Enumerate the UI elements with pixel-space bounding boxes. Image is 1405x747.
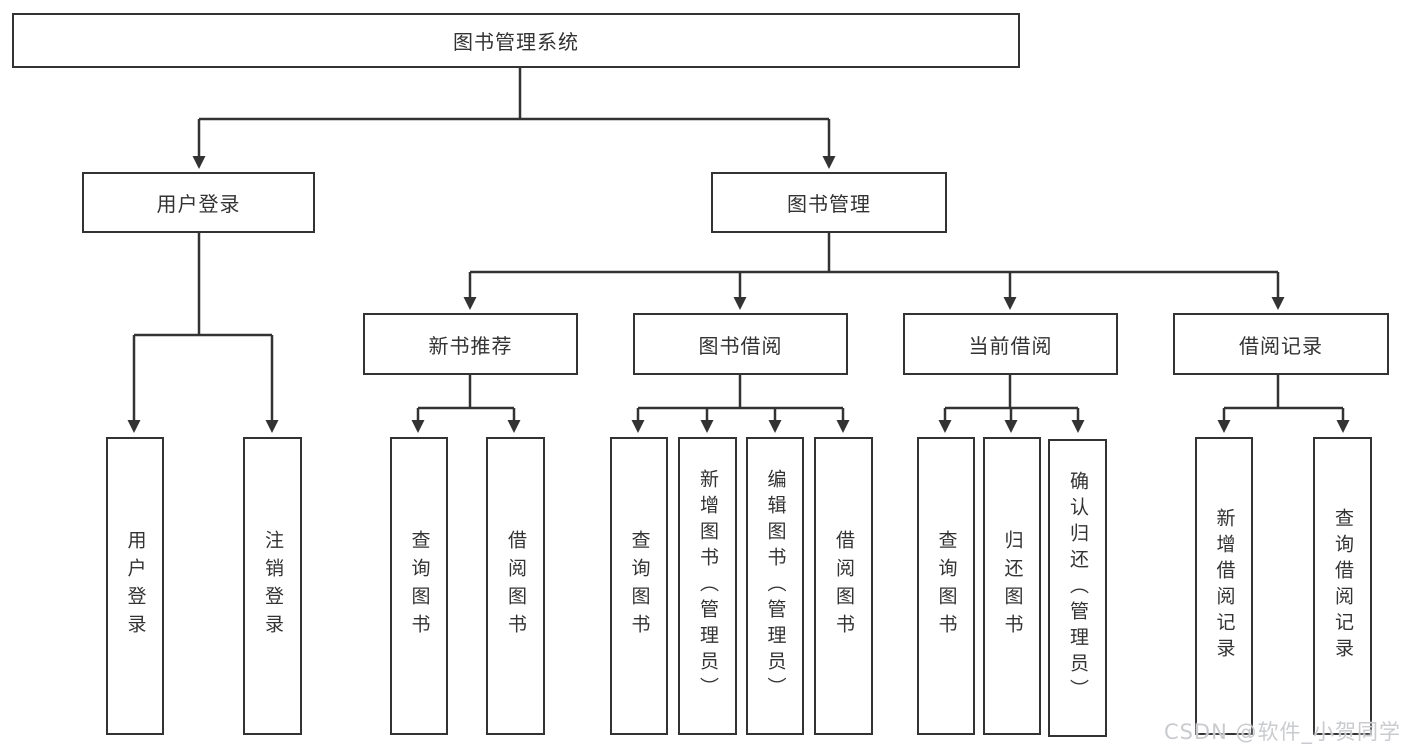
leaf-edit-books-admin-label: 编辑图书（管理员） <box>764 469 787 703</box>
leaf-recommend-query-books: 查询图书 <box>390 437 448 735</box>
node-new-book-recommendation-label: 新书推荐 <box>428 333 513 358</box>
leaf-recommend-borrow-books-label: 借阅图书 <box>505 530 527 642</box>
leaf-logout-label: 注销登录 <box>262 530 284 642</box>
leaf-query-borrowing-record: 查询借阅记录 <box>1313 437 1372 735</box>
leaf-borrowing-query-books: 查询图书 <box>610 437 668 735</box>
leaf-add-borrowing-record: 新增借阅记录 <box>1195 437 1253 735</box>
leaf-query-borrowing-record-label: 查询借阅记录 <box>1332 508 1354 664</box>
watermark: CSDN @软件_小贺同学 <box>1163 720 1401 744</box>
leaf-add-books-admin: 新增图书（管理员） <box>678 437 737 735</box>
node-current-borrowing: 当前借阅 <box>903 313 1118 375</box>
leaf-current-query-books: 查询图书 <box>917 437 975 735</box>
leaf-current-query-books-label: 查询图书 <box>935 530 958 642</box>
node-user-login-label: 用户登录 <box>156 192 241 216</box>
node-root-label: 图书管理系统 <box>453 30 579 54</box>
leaf-borrowing-borrow-books: 借阅图书 <box>814 437 873 735</box>
node-user-login: 用户登录 <box>82 172 315 233</box>
leaf-add-borrowing-record-label: 新增借阅记录 <box>1213 508 1236 664</box>
leaf-logout: 注销登录 <box>243 437 302 735</box>
node-book-management: 图书管理 <box>711 172 947 233</box>
node-borrowing-records-label: 借阅记录 <box>1239 333 1323 358</box>
node-book-borrowing-label: 图书借阅 <box>698 333 783 358</box>
leaf-user-login: 用户登录 <box>106 437 164 735</box>
node-current-borrowing-label: 当前借阅 <box>968 333 1053 358</box>
node-book-borrowing: 图书借阅 <box>633 313 848 375</box>
leaf-return-books: 归还图书 <box>983 437 1041 735</box>
leaf-user-login-label: 用户登录 <box>124 530 147 642</box>
leaf-recommend-query-books-label: 查询图书 <box>408 530 431 642</box>
leaf-recommend-borrow-books: 借阅图书 <box>486 437 545 735</box>
leaf-return-books-label: 归还图书 <box>1001 530 1024 642</box>
leaf-confirm-return-admin-label: 确认归还（管理员） <box>1067 471 1089 705</box>
node-new-book-recommendation: 新书推荐 <box>363 313 578 375</box>
leaf-confirm-return-admin: 确认归还（管理员） <box>1048 439 1107 737</box>
node-root: 图书管理系统 <box>12 13 1020 68</box>
leaf-edit-books-admin: 编辑图书（管理员） <box>746 437 804 735</box>
leaf-add-books-admin-label: 新增图书（管理员） <box>697 469 719 703</box>
node-book-management-label: 图书管理 <box>787 192 871 216</box>
node-borrowing-records: 借阅记录 <box>1173 313 1389 375</box>
leaf-borrowing-query-books-label: 查询图书 <box>628 530 651 642</box>
leaf-borrowing-borrow-books-label: 借阅图书 <box>833 530 855 642</box>
